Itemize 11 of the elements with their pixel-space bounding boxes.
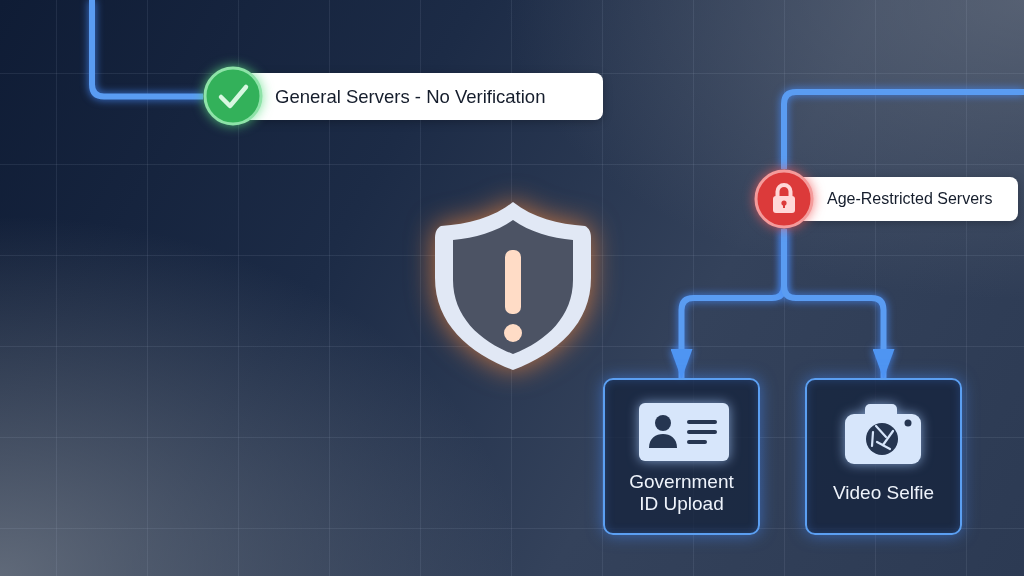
arrow bbox=[781, 229, 895, 379]
method-label: Video Selfie bbox=[831, 482, 936, 504]
label-pill bbox=[203, 66, 603, 127]
method-card bbox=[603, 378, 760, 535]
method-card bbox=[805, 378, 962, 535]
label-pill bbox=[754, 169, 1018, 229]
connector-line bbox=[89, 0, 203, 100]
tier-label: General Servers - No Verification bbox=[275, 85, 546, 108]
connector-line bbox=[781, 89, 1024, 169]
tier-label: Age-Restricted Servers bbox=[827, 189, 993, 209]
method-label: Government ID Upload bbox=[628, 471, 735, 515]
